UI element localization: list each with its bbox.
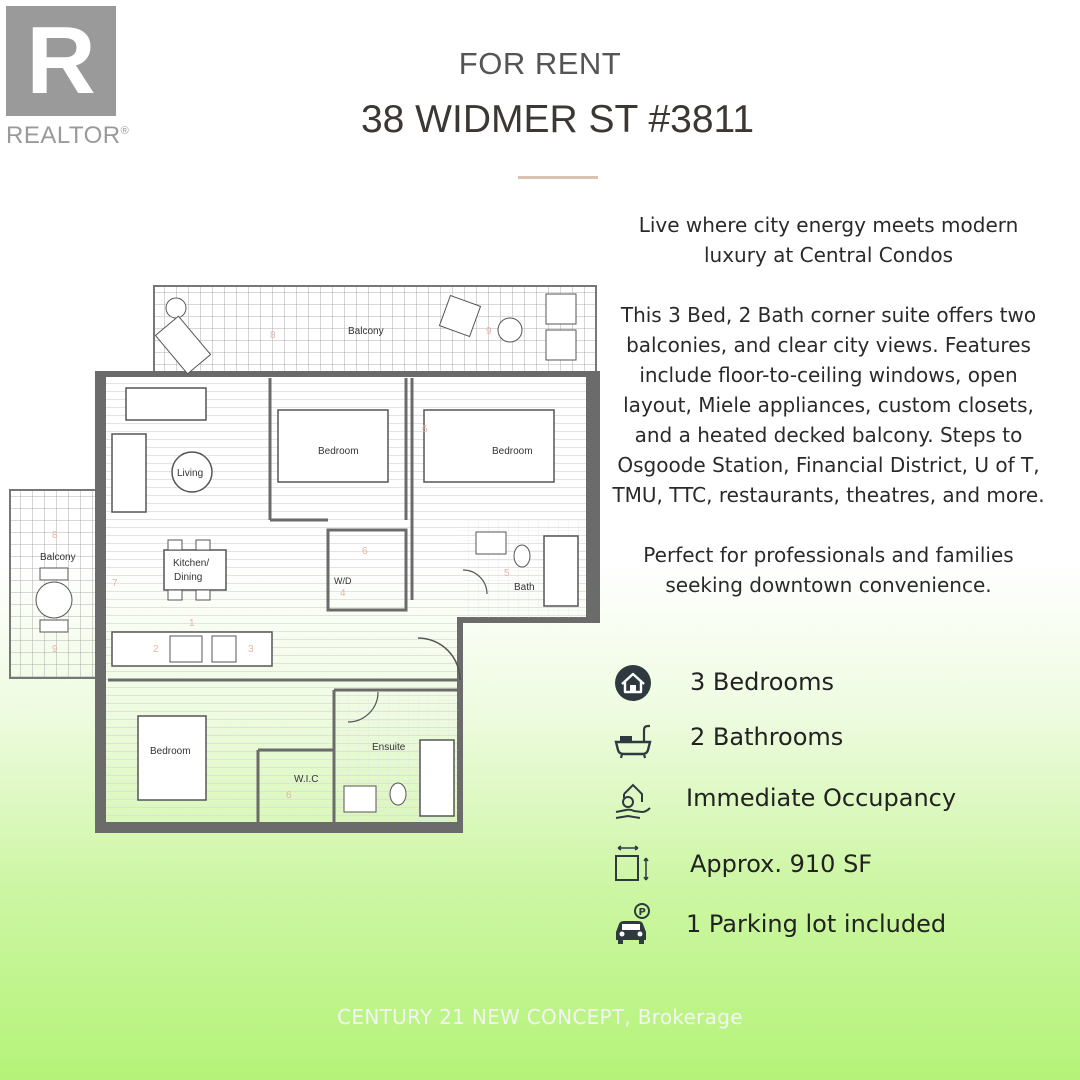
- description-intro: Live where city energy meets modern luxu…: [638, 213, 1019, 267]
- area-icon: [615, 845, 649, 881]
- plan-marker: 6: [286, 790, 292, 801]
- plan-marker: 6: [362, 546, 368, 557]
- feature-label: Immediate Occupancy: [686, 784, 957, 812]
- plan-marker: 5: [504, 568, 510, 579]
- unit-floor: [98, 374, 598, 830]
- balcony-table: [497, 317, 523, 343]
- parking-car-icon: P: [616, 903, 650, 944]
- plan-marker: 9: [52, 644, 58, 655]
- label-dining: Dining: [174, 572, 202, 583]
- left-wall: [96, 376, 106, 832]
- label-wd: W/D: [334, 576, 352, 586]
- label-living: Living: [177, 468, 203, 479]
- plan-marker: 8: [270, 330, 276, 341]
- kitchen-sink: [211, 635, 237, 663]
- balcony-chair: [39, 619, 69, 633]
- plan-marker: 1: [189, 618, 195, 629]
- ensuite-vanity: [343, 785, 377, 813]
- balcony-chair: [438, 294, 482, 338]
- realtor-logo: R REALTOR®: [6, 6, 129, 149]
- dining-chair: [195, 539, 211, 551]
- label-bedroom-1: Bedroom: [318, 446, 359, 457]
- svg-text:P: P: [639, 907, 646, 918]
- label-ensuite: Ensuite: [372, 742, 406, 753]
- feature-area: Approx. 910 SF: [610, 842, 1050, 888]
- plan-marker: 6: [422, 424, 428, 435]
- kitchen-counter: [111, 631, 273, 667]
- door-swing: [462, 569, 488, 595]
- header-divider: [518, 176, 598, 179]
- plan-marker: 9: [486, 326, 492, 337]
- interior-walls: [108, 378, 460, 830]
- balcony-stool: [165, 297, 187, 319]
- plan-marker: 2: [153, 644, 159, 655]
- feature-parking: P 1 Parking lot included: [610, 902, 1050, 948]
- living-table: [171, 451, 213, 493]
- bed: [423, 409, 555, 483]
- realtor-wordmark: REALTOR®: [6, 122, 129, 150]
- hand-house-icon: [615, 783, 651, 819]
- door-swing: [347, 691, 379, 723]
- dining-chair: [167, 589, 183, 601]
- balcony-chair: [545, 329, 577, 361]
- realtor-logo-box: R: [6, 6, 116, 116]
- lounge-chair: [154, 315, 212, 375]
- listing-address: 38 WIDMER ST #3811: [360, 98, 755, 141]
- right-wall: [586, 376, 598, 622]
- bed: [277, 409, 389, 483]
- label-balcony-top: Balcony: [348, 326, 384, 337]
- description-details: This 3 Bed, 2 Bath corner suite offers t…: [612, 303, 1045, 507]
- listing-description: Live where city energy meets modern luxu…: [610, 210, 1047, 630]
- feature-label: Approx. 910 SF: [690, 850, 873, 878]
- balcony-round-table: [35, 581, 73, 619]
- balcony-chair: [39, 567, 69, 581]
- listing-status: FOR RENT: [458, 46, 622, 81]
- label-balcony-left: Balcony: [40, 552, 76, 563]
- dining-chair: [195, 589, 211, 601]
- floor-plan: Balcony Balcony Living Kitchen/ Dining B…: [9, 285, 600, 833]
- description-closing: Perfect for professionals and families s…: [643, 543, 1014, 597]
- bed: [137, 715, 207, 801]
- label-bath: Bath: [514, 582, 535, 593]
- plan-marker: 3: [248, 644, 254, 655]
- label-kitchen: Kitchen/: [173, 558, 209, 569]
- sofa: [125, 387, 207, 421]
- brokerage-name: CENTURY 21 NEW CONCEPT, Brokerage: [337, 1005, 743, 1029]
- label-bedroom-3: Bedroom: [150, 746, 191, 757]
- dining-chair: [167, 539, 183, 551]
- toilet: [513, 544, 531, 568]
- house-icon: [615, 665, 651, 701]
- label-wic: W.I.C: [294, 774, 318, 785]
- feature-bathrooms: 2 Bathrooms: [610, 718, 1050, 764]
- feature-bedrooms: 3 Bedrooms: [610, 660, 1050, 706]
- plan-marker: 8: [52, 530, 58, 541]
- plan-marker: 7: [112, 578, 118, 589]
- bathtub-icon: [614, 724, 652, 759]
- dining-table: [163, 549, 227, 591]
- stove: [169, 635, 203, 663]
- feature-label: 1 Parking lot included: [686, 910, 947, 938]
- ensuite-tub: [419, 739, 455, 817]
- sofa-side: [111, 433, 147, 513]
- trademark-symbol: ®: [120, 125, 130, 137]
- vanity: [475, 531, 507, 555]
- plan-marker: 4: [340, 588, 346, 599]
- feature-occupancy: Immediate Occupancy: [610, 778, 1050, 824]
- door-swing: [417, 637, 461, 681]
- feature-label: 3 Bedrooms: [690, 668, 834, 696]
- realtor-logo-letter: R: [26, 7, 96, 114]
- bottom-wall: [98, 822, 460, 832]
- ensuite-toilet: [389, 782, 407, 806]
- feature-label: 2 Bathrooms: [690, 723, 844, 751]
- label-bedroom-2: Bedroom: [492, 446, 533, 457]
- realtor-wordmark-text: REALTOR: [6, 122, 121, 149]
- balcony-chair: [545, 293, 577, 325]
- bathtub: [543, 535, 579, 607]
